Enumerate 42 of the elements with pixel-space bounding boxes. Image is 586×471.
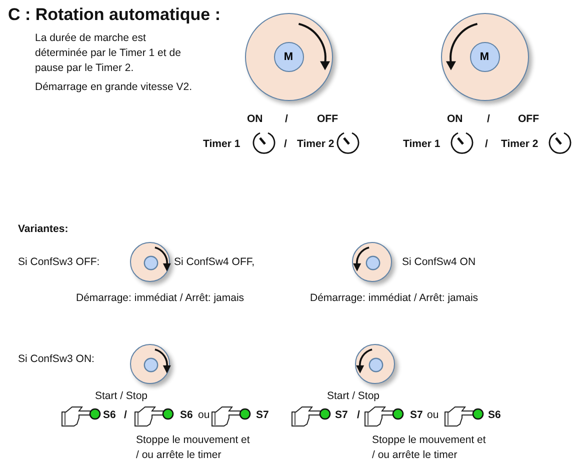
text-label: Variantes: bbox=[18, 222, 68, 237]
text-label: Démarrage en grande vitesse V2. bbox=[35, 80, 192, 95]
text-label: ou bbox=[427, 408, 439, 423]
text-label: Si ConfSw4 OFF, bbox=[174, 255, 255, 270]
text-label: Si ConfSw3 ON: bbox=[18, 352, 94, 367]
text-label: ON bbox=[447, 112, 463, 127]
motor-circle: M bbox=[274, 42, 304, 72]
rotation-disc bbox=[355, 344, 395, 384]
text-label: Démarrage: immédiat / Arrêt: jamais bbox=[310, 291, 478, 306]
text-label: Timer 2 bbox=[501, 137, 538, 152]
text-label: Timer 1 bbox=[203, 137, 240, 152]
text-label: / bbox=[284, 137, 287, 152]
text-label: La durée de marche est déterminée par le Timer 1 et de pause par le Timer 2. bbox=[35, 31, 182, 76]
text-label: S6 bbox=[103, 408, 116, 423]
text-label: ou bbox=[198, 408, 210, 423]
text-label: Timer 2 bbox=[297, 137, 334, 152]
text-label: OFF bbox=[518, 112, 539, 127]
text-label: Start / Stop bbox=[95, 389, 148, 404]
text-label: Stoppe le mouvement et / ou arrête le timer bbox=[136, 433, 251, 463]
text-label: / bbox=[485, 137, 488, 152]
text-label: OFF bbox=[317, 112, 338, 127]
title: C : Rotation automatique : bbox=[8, 4, 220, 26]
text-label: / bbox=[124, 408, 127, 423]
motor-circle: M bbox=[470, 42, 500, 72]
rotation-disc bbox=[352, 242, 392, 282]
rotation-disc bbox=[130, 242, 170, 282]
text-label: Démarrage: immédiat / Arrêt: jamais bbox=[76, 291, 244, 306]
text-label: S7 bbox=[410, 408, 423, 423]
rotation-disc bbox=[130, 344, 170, 384]
text-label: S7 bbox=[256, 408, 269, 423]
text-label: / bbox=[357, 408, 360, 423]
text-label: / bbox=[285, 112, 288, 127]
text-label: Si ConfSw4 ON bbox=[402, 255, 476, 270]
text-label: / bbox=[487, 112, 490, 127]
text-label: Stoppe le mouvement et / ou arrête le timer bbox=[372, 433, 487, 463]
text-label: Si ConfSw3 OFF: bbox=[18, 255, 100, 270]
text-label: Start / Stop bbox=[327, 389, 380, 404]
text-label: S6 bbox=[488, 408, 501, 423]
text-label: ON bbox=[247, 112, 263, 127]
text-label: S6 bbox=[180, 408, 193, 423]
text-label: Timer 1 bbox=[403, 137, 440, 152]
text-label: S7 bbox=[335, 408, 348, 423]
